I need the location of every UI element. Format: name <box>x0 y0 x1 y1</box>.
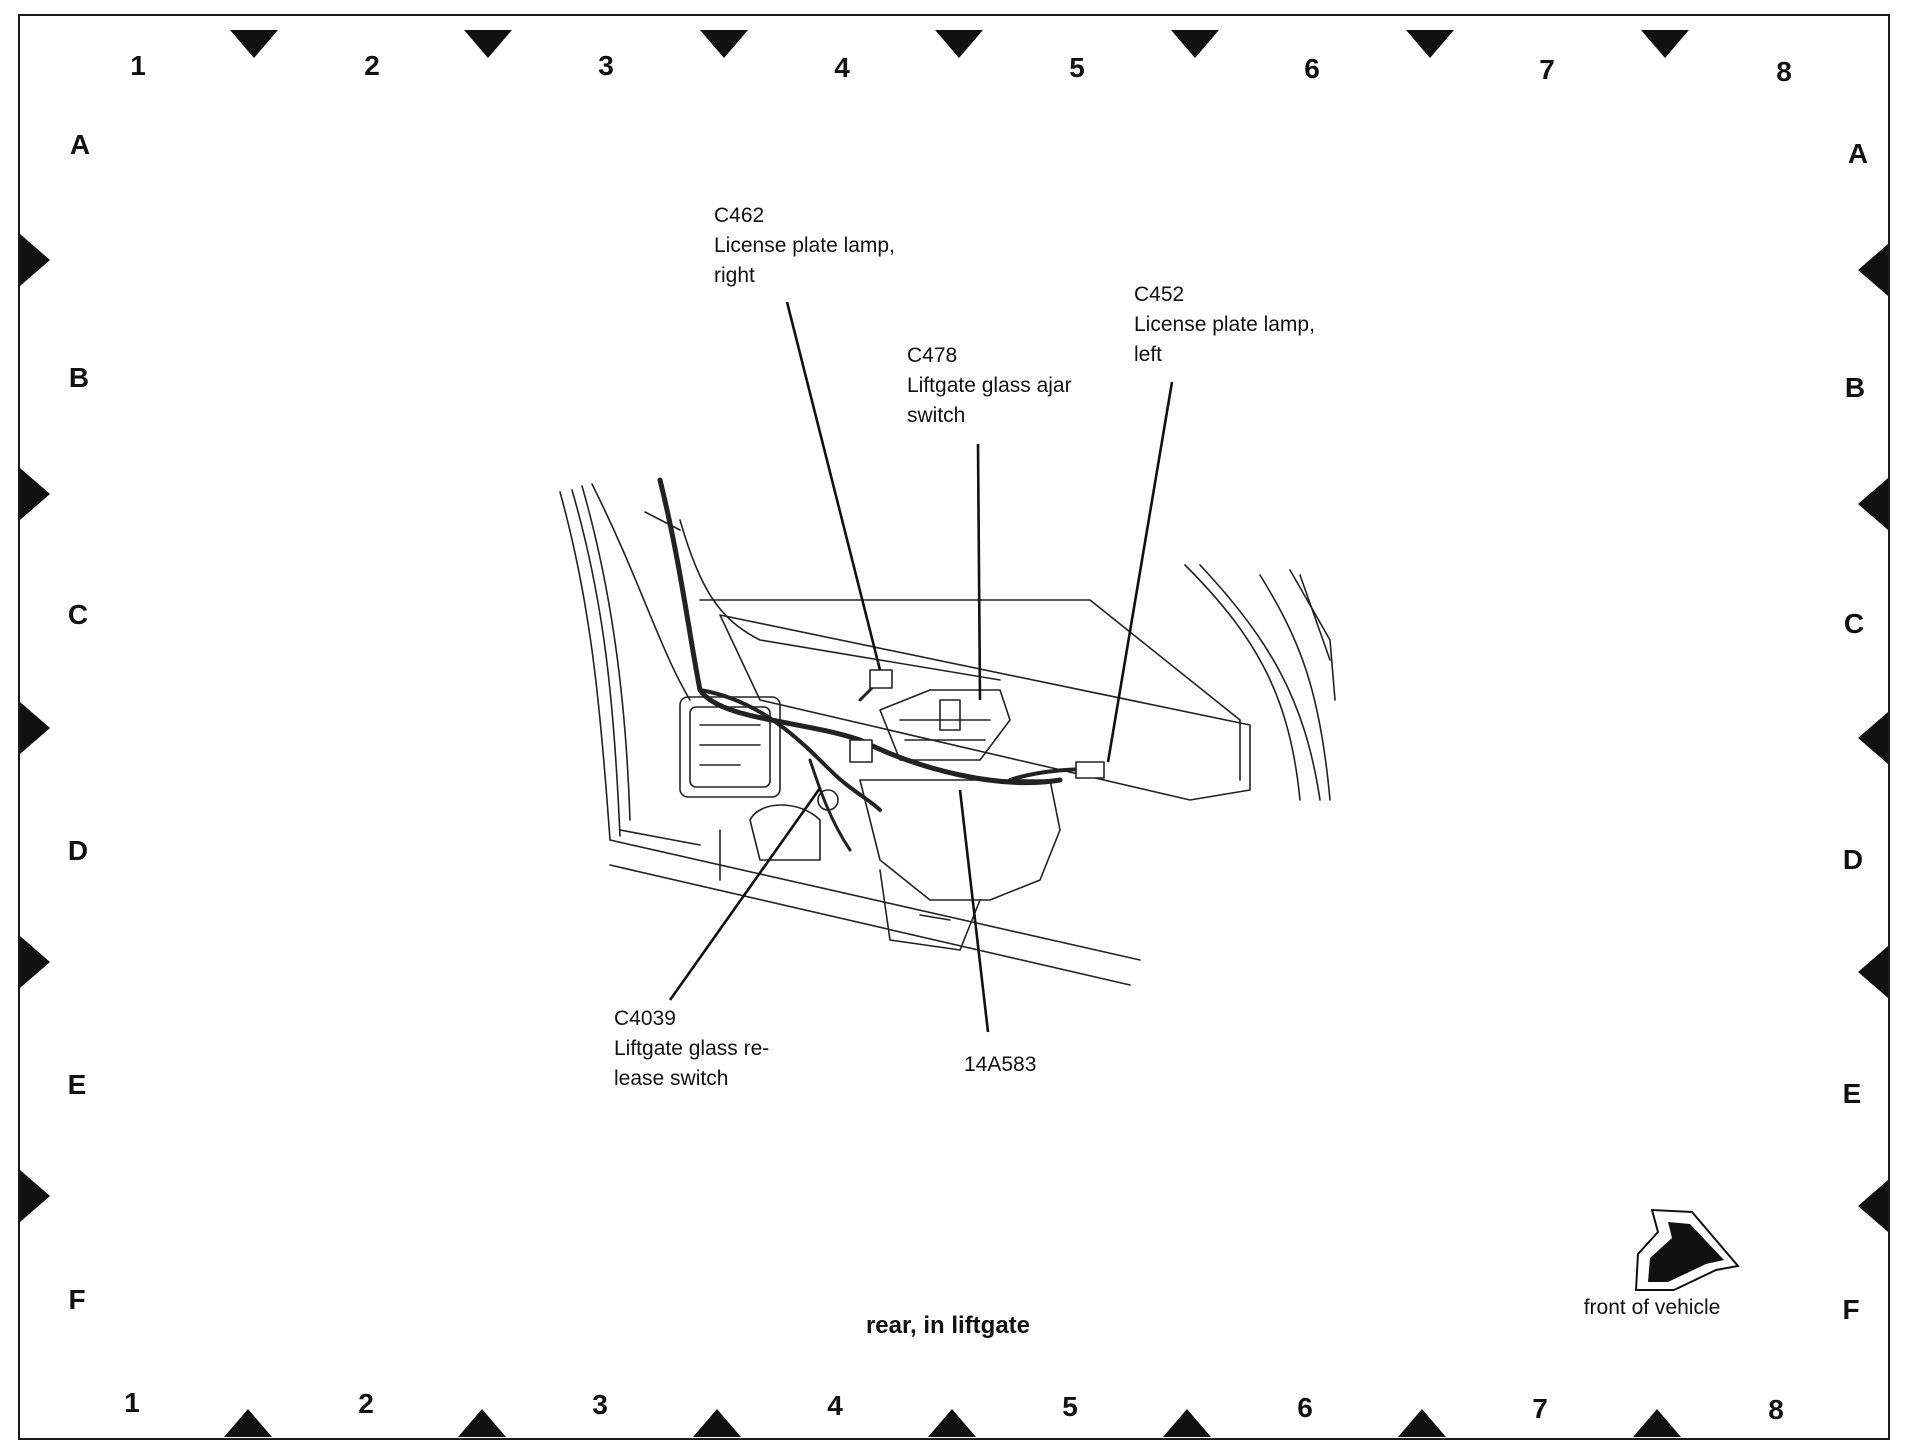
harness-id: 14A583 <box>964 1053 1037 1076</box>
column-label-bottom-2: 2 <box>358 1388 374 1419</box>
row-label-left-e: E <box>67 1069 87 1100</box>
column-label-top-5: 5 <box>1069 52 1085 83</box>
connector-description-cont: lease switch <box>614 1067 729 1090</box>
connector-description: Liftgate glass re- <box>614 1037 770 1060</box>
callout-c452: C452 License plate lamp, left <box>1134 280 1315 370</box>
column-label-top-8: 8 <box>1776 56 1792 87</box>
column-label-bottom-1: 1 <box>124 1387 140 1418</box>
front-of-vehicle-label: front of vehicle <box>1583 1296 1721 1319</box>
column-label-top-4: 4 <box>834 52 850 83</box>
leader-lines <box>668 301 1174 1033</box>
row-label-right-b: B <box>1844 372 1866 403</box>
callout-c462: C462 License plate lamp, right <box>714 201 895 291</box>
column-label-bottom-7: 7 <box>1532 1393 1548 1424</box>
column-label-top-1: 1 <box>130 50 146 81</box>
callout-14a583: 14A583 <box>964 1050 1036 1080</box>
column-label-top-3: 3 <box>598 50 614 81</box>
connector-id: C452 <box>1134 283 1185 306</box>
column-label-bottom-6: 6 <box>1297 1392 1313 1423</box>
row-label-right-f: F <box>1842 1294 1860 1325</box>
connector-id: C462 <box>714 204 765 227</box>
connector-description: Liftgate glass ajar <box>907 374 1072 397</box>
connector-description-cont: left <box>1134 343 1163 366</box>
column-label-top-2: 2 <box>364 50 380 81</box>
column-label-bottom-8: 8 <box>1768 1394 1784 1425</box>
connector-description: License plate lamp, <box>1134 313 1315 336</box>
callout-c478: C478 Liftgate glass ajar switch <box>907 341 1072 431</box>
connector-description: License plate lamp, <box>714 234 895 257</box>
row-label-right-c: C <box>1843 608 1865 639</box>
column-label-bottom-3: 3 <box>592 1389 608 1420</box>
diagram-frame <box>18 14 1890 1440</box>
row-label-right-e: E <box>1842 1078 1862 1109</box>
row-label-right-d: D <box>1842 844 1864 875</box>
row-label-left-d: D <box>67 835 89 866</box>
diagram-caption: rear, in liftgate <box>865 1312 1031 1339</box>
row-label-left-f: F <box>68 1284 86 1315</box>
column-label-top-6: 6 <box>1304 53 1320 84</box>
column-label-top-7: 7 <box>1539 54 1555 85</box>
grid-markers <box>20 30 1888 1437</box>
connector-id: C4039 <box>614 1007 676 1030</box>
row-label-left-c: C <box>67 599 89 630</box>
connector-description-cont: right <box>714 264 755 287</box>
row-label-right-a: A <box>1847 138 1869 169</box>
arrow-icon <box>1634 1208 1740 1291</box>
row-label-left-b: B <box>68 362 90 393</box>
connector-description-cont: switch <box>907 404 966 427</box>
connector-id: C478 <box>907 344 958 367</box>
callout-c4039: C4039 Liftgate glass re- lease switch <box>614 1004 769 1094</box>
column-label-bottom-4: 4 <box>827 1390 843 1421</box>
row-label-left-a: A <box>69 129 91 160</box>
column-label-bottom-5: 5 <box>1062 1391 1078 1422</box>
